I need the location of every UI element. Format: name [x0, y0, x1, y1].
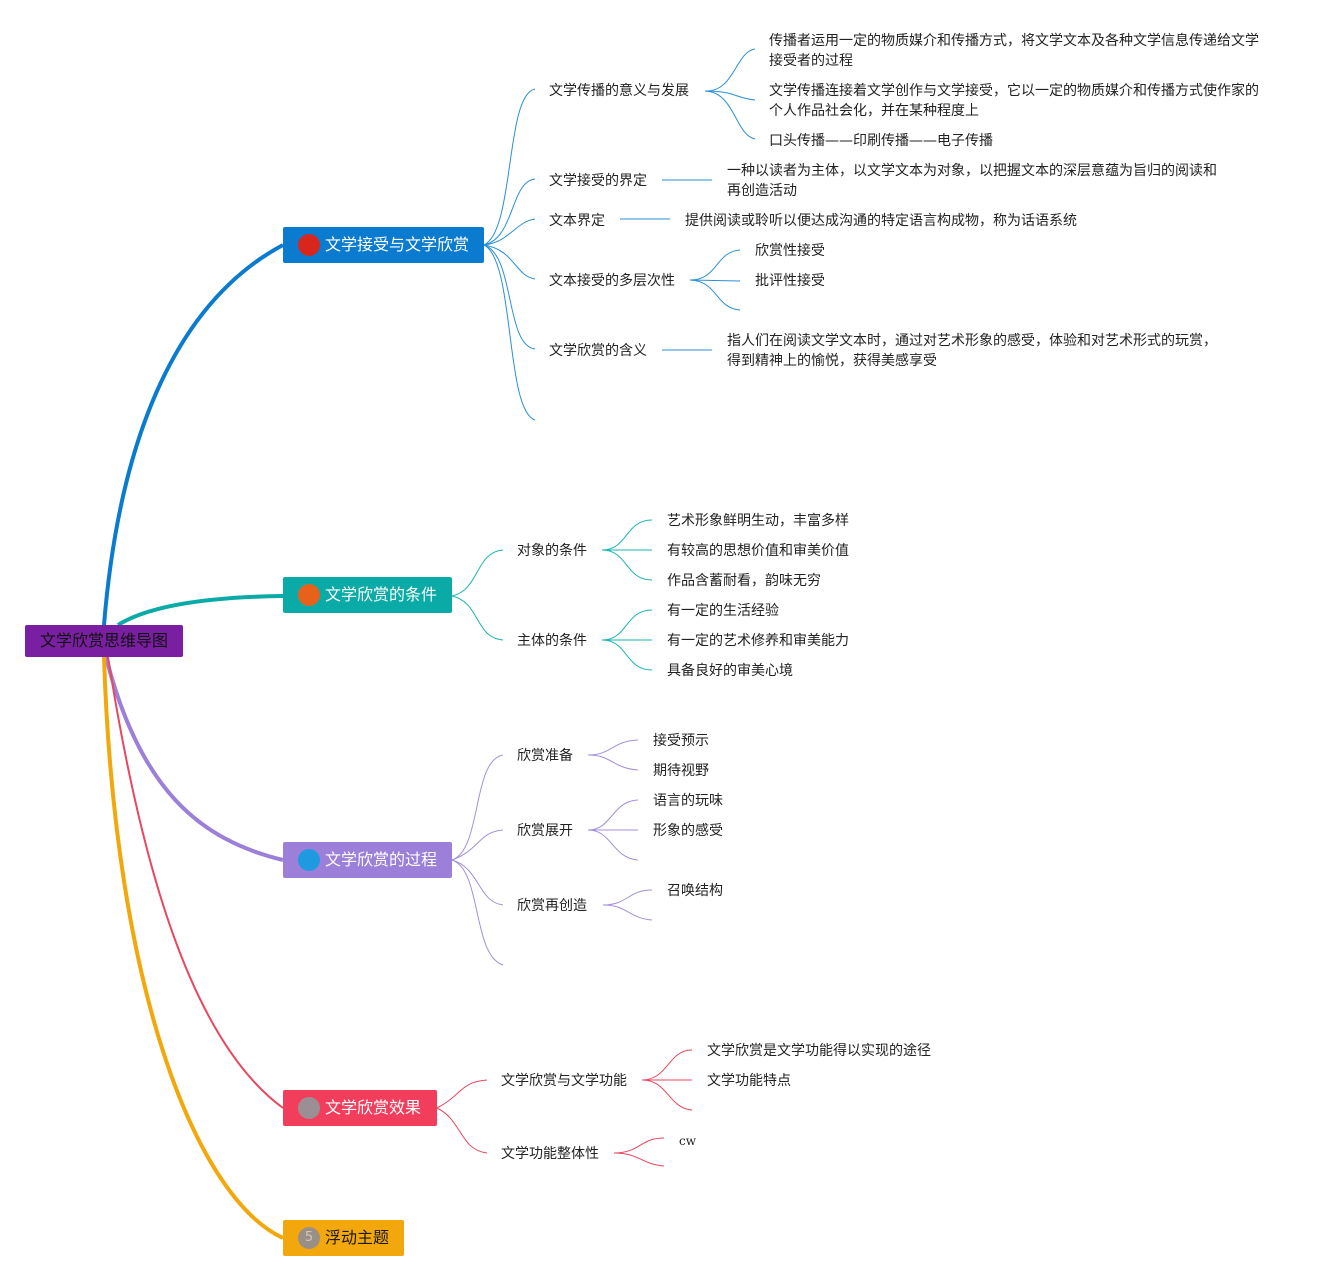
topic-1-3[interactable]: 文本界定: [549, 213, 605, 229]
number-3-badge-icon: 3: [298, 849, 320, 871]
topic-4-1-child-1[interactable]: 文学欣赏是文学功能得以实现的途径: [707, 1043, 931, 1059]
topic-3-2-child-1[interactable]: 语言的玩味: [653, 793, 723, 809]
branch-2-label: 文学欣赏的条件: [325, 585, 438, 604]
topic-1-5[interactable]: 文学欣赏的含义: [549, 343, 647, 359]
connector-main-5: [102, 656, 284, 1240]
branch-3-topic[interactable]: 3 文学欣赏的过程: [283, 842, 452, 878]
topic-3-1-child-1[interactable]: 接受预示: [653, 733, 709, 749]
connector-main-4: [107, 656, 284, 1109]
connector-main-1: [102, 243, 284, 626]
branch-5-topic[interactable]: 5 浮动主题: [283, 1220, 404, 1256]
branch-2-connectors: [451, 519, 653, 671]
topic-1-4-child-1[interactable]: 欣赏性接受: [755, 243, 825, 259]
topic-3-3-child-1[interactable]: 召唤结构: [667, 883, 723, 899]
branch-1-connectors: [483, 48, 756, 421]
branch-3-label: 文学欣赏的过程: [325, 850, 438, 869]
topic-1-2-child-1[interactable]: 一种以读者为主体，以文学文本为对象，以把握文本的深层意蕴为旨归的阅读和再创造活动: [727, 163, 1217, 199]
topic-2-1-child-1[interactable]: 艺术形象鲜明生动，丰富多样: [667, 513, 849, 529]
number-2-badge-icon: 2: [298, 584, 320, 606]
branch-4-topic[interactable]: 4 文学欣赏效果: [283, 1090, 437, 1126]
number-1-badge-icon: 1: [298, 234, 320, 256]
topic-2-1-child-2[interactable]: 有较高的思想价值和审美价值: [667, 543, 849, 559]
topic-3-1-child-2[interactable]: 期待视野: [653, 763, 709, 779]
branch-3-connectors: [451, 739, 653, 966]
topic-3-2[interactable]: 欣赏展开: [517, 823, 573, 839]
topic-1-1[interactable]: 文学传播的意义与发展: [549, 83, 689, 99]
topic-3-2-child-2[interactable]: 形象的感受: [653, 823, 723, 839]
topic-1-4[interactable]: 文本接受的多层次性: [549, 273, 675, 289]
topic-2-2[interactable]: 主体的条件: [517, 633, 587, 649]
topic-1-4-child-2[interactable]: 批评性接受: [755, 273, 825, 289]
topic-2-2-child-1[interactable]: 有一定的生活经验: [667, 603, 779, 619]
branch-4-connectors: [436, 1049, 693, 1167]
topic-3-3[interactable]: 欣赏再创造: [517, 898, 587, 914]
topic-1-5-child-1[interactable]: 指人们在阅读文学文本时，通过对艺术形象的感受，体验和对艺术形式的玩赏，得到精神上…: [727, 333, 1217, 369]
topic-2-1-child-3[interactable]: 作品含蓄耐看，韵味无穷: [667, 573, 821, 589]
topic-1-1-child-3[interactable]: 口头传播——印刷传播——电子传播: [769, 133, 993, 149]
connector-main-2: [116, 594, 284, 627]
branch-1-topic[interactable]: 1 文学接受与文学欣赏: [283, 227, 484, 263]
topic-2-2-child-3[interactable]: 具备良好的审美心境: [667, 663, 793, 679]
topic-3-1[interactable]: 欣赏准备: [517, 748, 573, 764]
connector-main-3: [104, 656, 284, 862]
topic-2-2-child-2[interactable]: 有一定的艺术修养和审美能力: [667, 633, 849, 649]
topic-2-1[interactable]: 对象的条件: [517, 543, 587, 559]
branch-4-label: 文学欣赏效果: [325, 1098, 422, 1117]
topic-4-2-child-1[interactable]: cw: [679, 1134, 696, 1148]
root-topic[interactable]: 文学欣赏思维导图: [25, 625, 183, 657]
topic-1-2[interactable]: 文学接受的界定: [549, 173, 647, 189]
branch-5-label: 浮动主题: [325, 1228, 390, 1247]
topic-1-1-child-1[interactable]: 传播者运用一定的物质媒介和传播方式，将文学文本及各种文学信息传递给文学接受者的过…: [769, 33, 1259, 69]
number-4-badge-icon: 4: [298, 1097, 320, 1119]
topic-4-1[interactable]: 文学欣赏与文学功能: [501, 1073, 627, 1089]
number-5-badge-icon: 5: [298, 1227, 320, 1249]
topic-1-1-child-2[interactable]: 文学传播连接着文学创作与文学接受，它以一定的物质媒介和传播方式使作家的个人作品社…: [769, 83, 1259, 119]
topic-1-3-child-1[interactable]: 提供阅读或聆听以便达成沟通的特定语言构成物，称为话语系统: [685, 213, 1077, 229]
topic-4-1-child-2[interactable]: 文学功能特点: [707, 1073, 791, 1089]
topic-4-2[interactable]: 文学功能整体性: [501, 1146, 599, 1162]
branch-1-label: 文学接受与文学欣赏: [325, 235, 470, 254]
branch-2-topic[interactable]: 2 文学欣赏的条件: [283, 577, 452, 613]
